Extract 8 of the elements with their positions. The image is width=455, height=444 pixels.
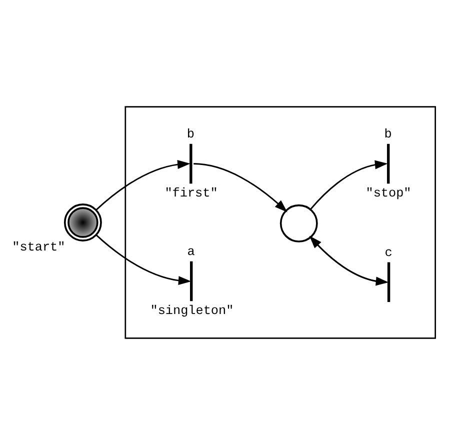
node-label: "stop" bbox=[366, 184, 412, 200]
node-label: "first" bbox=[164, 184, 218, 200]
node-label: "singleton" bbox=[150, 302, 234, 318]
node-label: b bbox=[384, 126, 392, 142]
node-label: c bbox=[384, 244, 392, 260]
node-label: b bbox=[186, 126, 194, 142]
node-label: "start" bbox=[12, 239, 66, 254]
node-label: a bbox=[187, 244, 195, 259]
